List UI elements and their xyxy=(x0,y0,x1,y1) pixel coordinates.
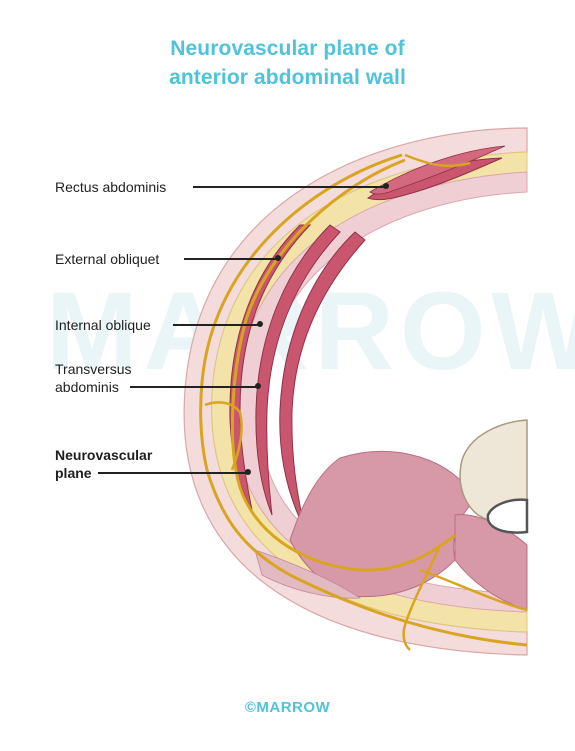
watermark: MARROW xyxy=(46,270,575,393)
leader-line-internal xyxy=(173,324,260,326)
label-rectus-abdominis: Rectus abdominis xyxy=(55,179,167,195)
back-muscle-mass xyxy=(289,450,476,598)
spinal-canal xyxy=(486,498,529,534)
label-neurovascular-line-2: plane xyxy=(55,465,92,481)
nerve-branch-2 xyxy=(402,544,442,651)
nerve-path-outer xyxy=(199,153,528,647)
label-external-oblique: External obliquet xyxy=(55,251,160,267)
copyright-footer: ©MARROW xyxy=(244,699,331,716)
label-transversus-line-1: Transversus xyxy=(55,361,132,377)
title-line-2: anterior abdominal wall xyxy=(169,66,406,89)
leader-line-rectus xyxy=(193,186,386,188)
leader-line-external xyxy=(184,258,278,260)
nerve-branch-3 xyxy=(419,568,528,612)
nerve-branch-1 xyxy=(204,401,243,471)
lower-muscle xyxy=(254,549,362,599)
internal-oblique-muscle xyxy=(255,224,341,516)
nerve-path-main xyxy=(230,158,456,572)
title-line-1: Neurovascular plane of xyxy=(170,37,405,60)
leader-line-transversus xyxy=(130,386,258,388)
rectus-abdominis-muscle-lower xyxy=(369,145,506,195)
label-internal-oblique: Internal oblique xyxy=(55,317,151,333)
leader-line-neurovascular xyxy=(98,472,248,474)
nerve-branch-4 xyxy=(404,153,471,168)
label-neurovascular-line-1: Neurovascular xyxy=(55,447,153,463)
label-transversus-line-2: abdominis xyxy=(55,379,119,395)
figure-title: Neurovascular plane of anterior abdomina… xyxy=(0,34,575,92)
inner-wall-layer xyxy=(234,171,528,613)
